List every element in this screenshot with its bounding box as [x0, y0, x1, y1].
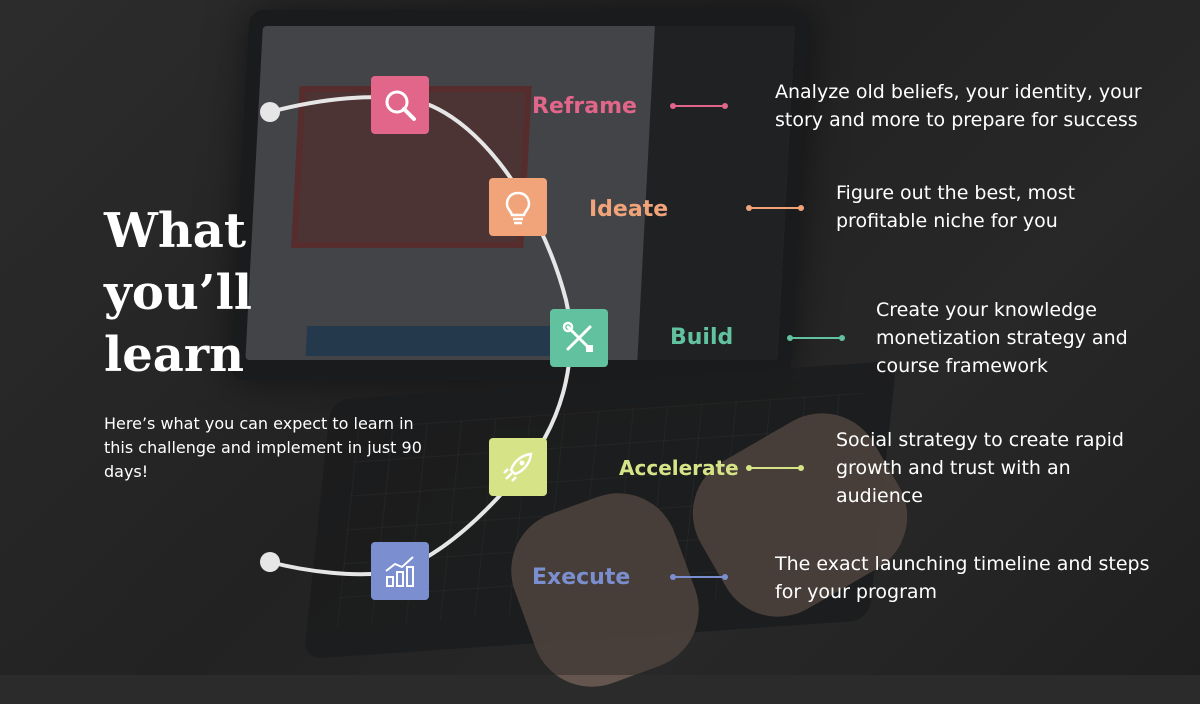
- step-build-icon-tile: [550, 309, 608, 367]
- arc-end-dot: [260, 552, 280, 572]
- intro-text: Here’s what you can expect to learn in t…: [104, 414, 422, 481]
- search-icon: [385, 90, 416, 121]
- step-accelerate-connector: [746, 465, 804, 471]
- step-reframe-connector: [670, 103, 728, 109]
- step-accelerate-label: Accelerate: [619, 456, 739, 480]
- arc-path: [269, 95, 573, 577]
- lightbulb-icon: [505, 191, 531, 225]
- step-build-description: Create your knowledge monetization strat…: [876, 299, 1128, 377]
- step-ideate-description: Figure out the best, most profitable nic…: [836, 182, 1076, 232]
- step-execute-label: Execute: [532, 565, 631, 590]
- page-title: What you’ll learn: [104, 203, 252, 383]
- bar-chart-icon: [385, 556, 414, 587]
- step-build-label: Build: [670, 325, 734, 350]
- step-execute-icon-tile: [371, 542, 429, 600]
- step-ideate-label: Ideate: [589, 197, 669, 222]
- arc-start-dot: [260, 102, 280, 122]
- step-execute-description: The exact launching timeline and steps f…: [775, 553, 1150, 603]
- step-accelerate-description: Social strategy to create rapid growth a…: [836, 429, 1124, 507]
- step-ideate-connector: [746, 205, 804, 211]
- step-reframe-description: Analyze old beliefs, your identity, your…: [775, 81, 1142, 131]
- step-build-connector: [787, 335, 845, 341]
- step-reframe-label: Reframe: [532, 94, 637, 119]
- step-ideate-icon-tile: [489, 178, 547, 236]
- tools-icon: [562, 321, 593, 352]
- step-execute-connector: [670, 574, 728, 580]
- rocket-icon: [503, 452, 533, 482]
- step-accelerate-icon-tile: [489, 438, 547, 496]
- step-reframe-icon-tile: [371, 76, 429, 134]
